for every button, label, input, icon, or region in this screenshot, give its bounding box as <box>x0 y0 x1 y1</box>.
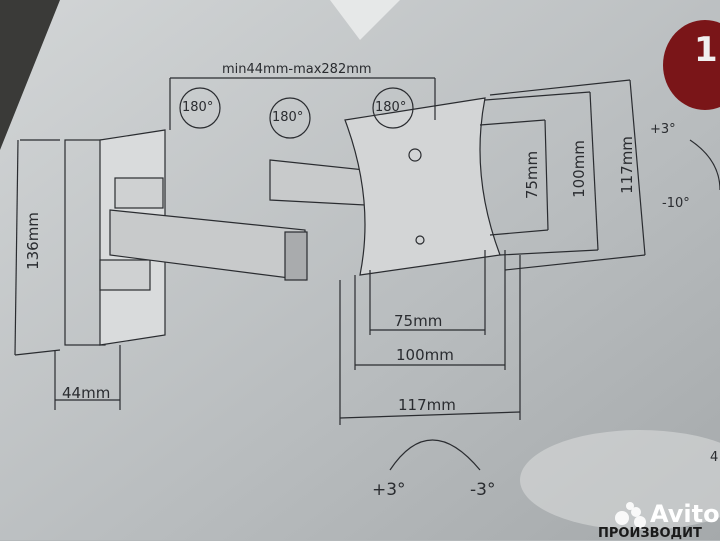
vesa-horizontal-75: 75mm <box>394 312 443 330</box>
rotation-icon <box>179 87 221 129</box>
vesa-horizontal-117: 117mm <box>398 396 456 414</box>
hinge-bottom <box>99 259 151 291</box>
hinge-top <box>114 177 164 209</box>
background-corner <box>0 0 60 150</box>
technical-drawing <box>14 77 720 471</box>
avito-logo-icon <box>615 502 646 528</box>
vesa-plate <box>344 97 501 276</box>
logo-text: 1 <box>694 30 718 70</box>
swivel-arrow <box>389 439 481 471</box>
brand-logo <box>663 20 720 110</box>
rotation-label: 180° <box>182 100 214 115</box>
vesa-vertical-100: 100mm <box>569 140 588 198</box>
swivel-left-label: +3° <box>372 480 406 500</box>
rotation-icon <box>372 87 414 129</box>
box-flap <box>330 0 400 40</box>
tilt-down-label: -10° <box>662 196 690 211</box>
partial-number: 4 <box>710 450 719 465</box>
rotation-icon <box>269 97 311 139</box>
wall-plate-height-label: 136mm <box>23 212 42 270</box>
vesa-hole <box>408 148 422 162</box>
box-bottom-text: ПРОИЗВОДИТ <box>598 526 702 541</box>
vesa-horizontal-100: 100mm <box>396 346 454 364</box>
vesa-vertical-75: 75mm <box>523 150 542 200</box>
swivel-right-label: -3° <box>470 480 496 500</box>
tilt-up-label: +3° <box>650 122 676 137</box>
arm-joint <box>284 231 308 281</box>
rotation-label: 180° <box>375 100 407 115</box>
watermark-text: Avito <box>650 500 720 528</box>
glare <box>520 430 720 530</box>
rotation-label: 180° <box>272 110 304 125</box>
vesa-vertical-117: 117mm <box>617 136 636 194</box>
vesa-hole <box>415 235 425 245</box>
wall-plate-depth-label: 44mm <box>62 384 111 402</box>
arm-range-label: min44mm-max282mm <box>222 62 372 77</box>
